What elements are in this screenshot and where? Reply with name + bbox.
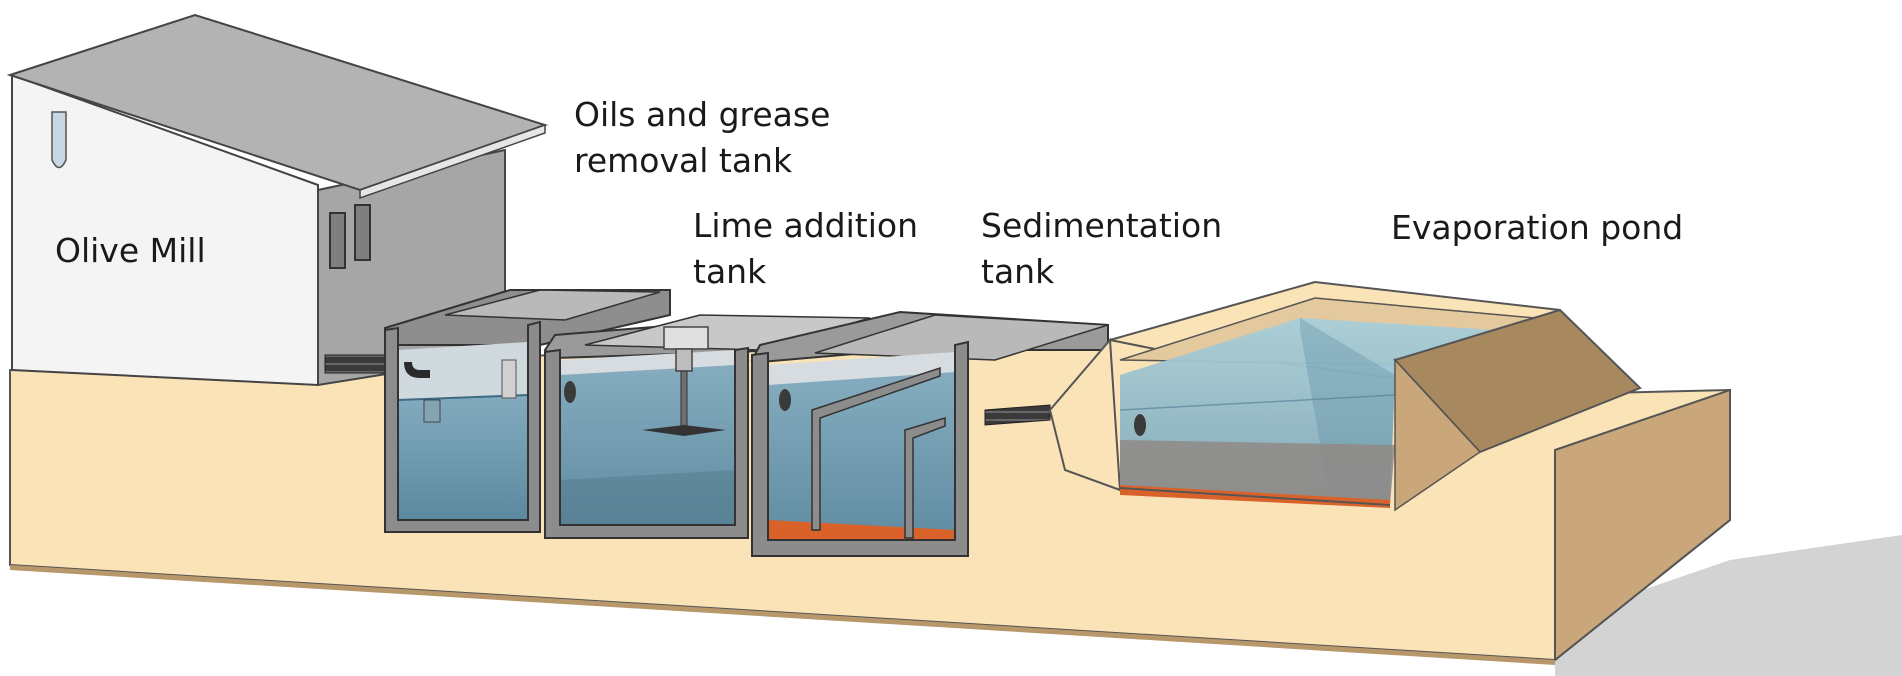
mill-vent-icon <box>51 111 67 169</box>
evaporation-pond-label: Evaporation pond <box>1391 205 1683 251</box>
pond-front-edge <box>1119 487 1391 506</box>
oils-grease-tank-label: Oils and grease removal tank <box>574 92 830 184</box>
mill-window-2 <box>354 204 371 261</box>
sedimentation-tank <box>750 310 1109 557</box>
mill-roof-edge <box>359 123 546 200</box>
oils-grease-label-line1: Oils and grease <box>574 95 831 134</box>
oils-grease-label-line2: removal tank <box>574 141 793 180</box>
ground-shadow <box>1555 535 1902 676</box>
ground-right-side <box>1554 388 1731 663</box>
oils-tank-cover <box>444 289 661 321</box>
mill-front-wall <box>11 73 319 387</box>
lime-tank-walls <box>544 346 749 539</box>
sedimentation-baffle-2 <box>904 416 946 539</box>
pond-inlet-pipe <box>984 404 1051 426</box>
mixer-shaft <box>680 370 688 432</box>
sedimentation-baffle-1 <box>811 366 941 531</box>
ground-front-face <box>10 565 1555 665</box>
oils-tank-water <box>398 395 528 522</box>
lime-tank-water <box>560 365 735 530</box>
oils-tank-inlet-elbow <box>404 362 430 378</box>
pond-floor <box>1120 440 1395 505</box>
lime-label-line2: tank <box>693 252 767 291</box>
sedimentation-label-line2: tank <box>981 252 1055 291</box>
lime-addition-tank-label: Lime addition tank <box>693 203 918 295</box>
lime-label-line1: Lime addition <box>693 206 918 245</box>
sedimentation-walls <box>751 340 969 557</box>
olive-mill-label: Olive Mill <box>55 228 206 274</box>
mill-outlet-pipe <box>324 354 388 374</box>
oils-grease-tank <box>384 289 671 533</box>
oils-tank-baffle <box>501 359 517 399</box>
olive-mill-label-text: Olive Mill <box>55 231 206 270</box>
mill-window-1 <box>329 212 346 269</box>
evaporation-label-text: Evaporation pond <box>1391 208 1684 247</box>
mixer-impeller-icon <box>642 425 726 436</box>
sedimentation-label-line1: Sedimentation <box>981 206 1223 245</box>
oils-tank-walls <box>384 320 541 533</box>
evaporation-pond <box>1048 280 1642 512</box>
sedimentation-tank-label: Sedimentation tank <box>981 203 1222 295</box>
mixer-motor-icon <box>663 326 709 350</box>
olive-mill-building <box>6 13 549 387</box>
